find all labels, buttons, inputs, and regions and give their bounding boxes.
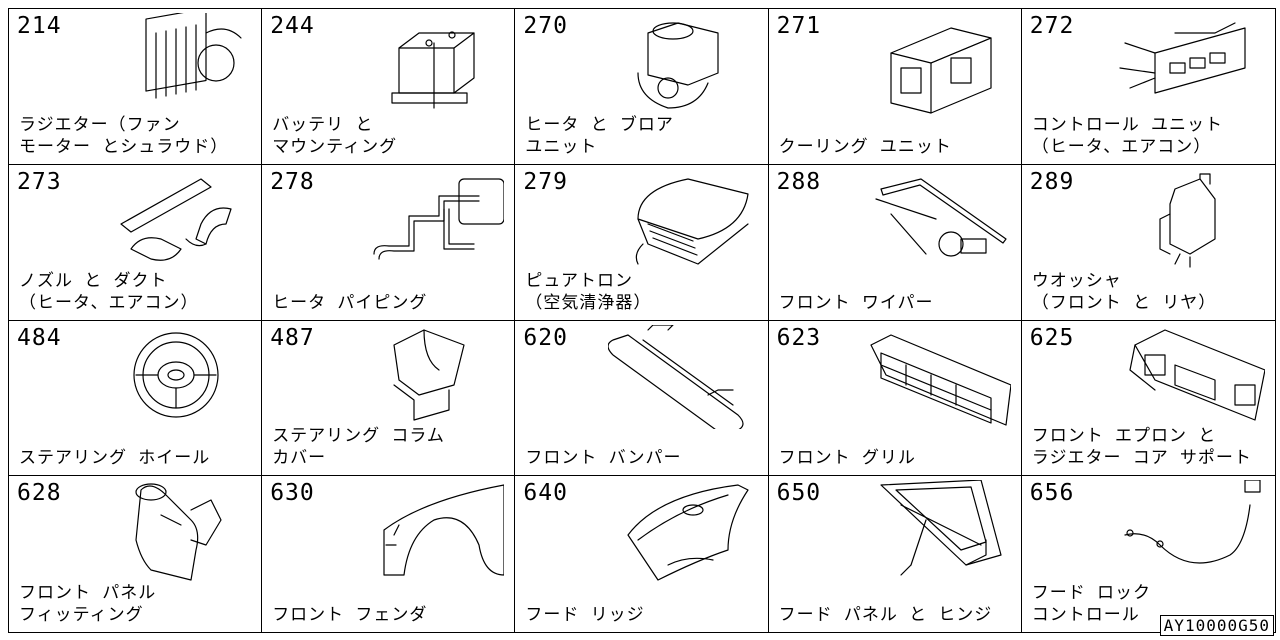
- part-label: フロント バンパー: [525, 448, 682, 469]
- hood-lock-cable-icon: [1115, 479, 1265, 584]
- part-code: 487: [270, 324, 315, 351]
- part-code: 289: [1029, 168, 1075, 195]
- part-cell-288[interactable]: 288 フロント ワイパー: [768, 164, 1022, 321]
- part-label: ヒータ パイピング: [272, 292, 428, 313]
- part-label: フード ロック コントロール: [1031, 583, 1152, 625]
- part-code: 271: [776, 13, 822, 39]
- reference-code: AY10000G50: [1159, 615, 1274, 636]
- part-code: 484: [17, 324, 62, 351]
- part-code: 278: [270, 168, 315, 195]
- part-label: フード パネル と ヒンジ: [778, 605, 993, 625]
- part-cell-214[interactable]: 214 ラジエター（ファン モーター とシュラウド）: [9, 9, 263, 165]
- part-cell-244[interactable]: 244 バッテリ と マウンティング: [262, 9, 516, 165]
- part-code: 214: [17, 13, 62, 39]
- part-label: ステアリング コラム カバー: [272, 426, 445, 469]
- part-cell-270[interactable]: 270 ヒータ と ブロア ユニット: [515, 9, 769, 165]
- part-label: ウオッシャ （フロント と リヤ）: [1031, 270, 1217, 313]
- part-label: フロント フェンダ: [272, 605, 428, 625]
- part-code: 628: [17, 480, 62, 507]
- part-cell-272[interactable]: 272 コントロール ユニット （ヒータ、エアコン）: [1021, 9, 1275, 165]
- part-cell-640[interactable]: 640 フード リッジ: [515, 476, 769, 632]
- part-code: 244: [270, 13, 315, 39]
- part-cell-630[interactable]: 630 フロント フェンダ: [262, 476, 516, 632]
- part-code: 288: [776, 168, 822, 195]
- hood-panel-icon: [861, 479, 1011, 584]
- part-cell-628[interactable]: 628 フロント パネル フィッティング: [9, 476, 263, 632]
- part-label: フロント グリル: [778, 448, 916, 469]
- part-label: ラジエター（ファン モーター とシュラウド）: [19, 114, 229, 157]
- part-label: バッテリ と マウンティング: [272, 114, 398, 157]
- part-cell-625[interactable]: 625 フロント エプロン と ラジエター コア サポート: [1021, 321, 1275, 477]
- part-cell-487[interactable]: 487 ステアリング コラム カバー: [262, 320, 516, 477]
- air-purifier-icon: [608, 169, 758, 273]
- battery-icon: [354, 13, 504, 117]
- part-cell-620[interactable]: 620 フロント バンパー: [515, 320, 769, 477]
- bumper-icon: [607, 323, 758, 436]
- cooling-unit-icon: [861, 13, 1011, 117]
- fender-icon: [354, 480, 505, 584]
- part-label: ピュアトロン （空気清浄器）: [525, 270, 652, 313]
- part-code: 273: [17, 168, 62, 195]
- part-cell-273[interactable]: 273 ノズル と ダクト （ヒータ、エアコン）: [9, 164, 263, 321]
- column-cover-icon: [354, 325, 504, 429]
- steering-wheel-icon: [101, 325, 251, 429]
- part-code: 630: [270, 480, 315, 507]
- part-cell-656[interactable]: 656 フード ロック コントロール: [1022, 476, 1275, 632]
- part-cell-289[interactable]: 289 ウオッシャ （フロント と リヤ）: [1021, 165, 1275, 321]
- part-cell-279[interactable]: 279 ピュアトロン （空気清浄器）: [515, 164, 769, 321]
- part-code: 272: [1029, 13, 1075, 39]
- part-cell-623[interactable]: 623 フロント グリル: [768, 320, 1022, 477]
- part-label: クーリング ユニット: [778, 136, 952, 157]
- part-cell-484[interactable]: 484 ステアリング ホイール: [9, 320, 263, 477]
- panel-fitting-icon: [101, 480, 251, 584]
- part-label: フード リッジ: [525, 605, 645, 625]
- part-label: ヒータ と ブロア ユニット: [525, 114, 674, 157]
- grille-icon: [861, 325, 1012, 429]
- heater-piping-icon: [354, 169, 505, 273]
- part-label: ノズル と ダクト （ヒータ、エアコン）: [19, 270, 199, 313]
- part-code: 650: [776, 480, 822, 507]
- control-unit-icon: [1115, 13, 1265, 117]
- apron-icon: [1115, 325, 1266, 429]
- part-code: 656: [1029, 480, 1075, 507]
- radiator-icon: [101, 9, 251, 117]
- nozzle-duct-icon: [101, 169, 251, 273]
- wiper-icon: [861, 169, 1011, 273]
- washer-icon: [1115, 169, 1265, 273]
- part-cell-271[interactable]: 271 クーリング ユニット: [768, 9, 1022, 165]
- part-cell-278[interactable]: 278 ヒータ パイピング: [262, 164, 516, 321]
- part-code: 625: [1029, 324, 1075, 351]
- part-cell-650[interactable]: 650 フード パネル と ヒンジ: [769, 476, 1022, 632]
- hood-ridge-icon: [608, 480, 758, 584]
- heater-blower-icon: [608, 13, 758, 117]
- part-label: フロント ワイパー: [778, 292, 934, 313]
- part-code: 623: [776, 324, 822, 351]
- part-label: フロント パネル フィッティング: [19, 583, 157, 625]
- part-code: 640: [523, 480, 568, 507]
- parts-catalog-grid: 214 ラジエター（ファン モーター とシュラウド） 244 バッテリ と マウンティ…: [8, 8, 1276, 633]
- part-label: ステアリング ホイール: [19, 448, 211, 469]
- part-code: 279: [523, 168, 568, 195]
- part-code: 620: [523, 324, 568, 351]
- part-label: コントロール ユニット （ヒータ、エアコン）: [1031, 114, 1224, 157]
- part-label: フロント エプロン と ラジエター コア サポート: [1031, 426, 1252, 469]
- part-code: 270: [523, 13, 568, 39]
